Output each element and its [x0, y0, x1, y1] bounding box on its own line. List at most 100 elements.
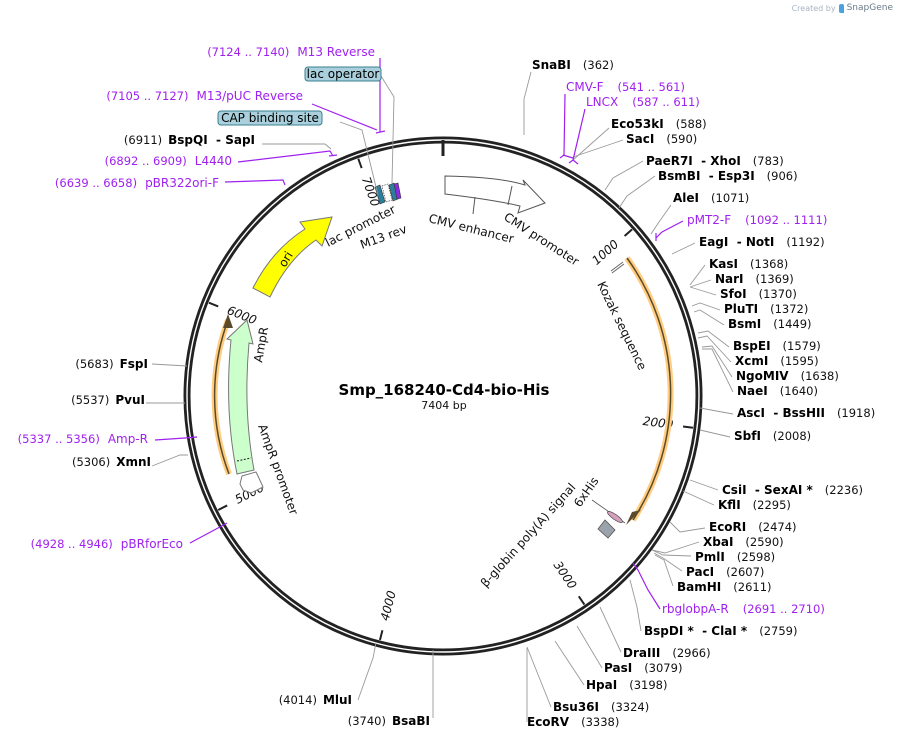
site-position: (1071): [711, 191, 749, 205]
orf-arc-left[interactable]: [211, 314, 233, 476]
svg-text:CsiI - SexAI *(2236): CsiI - SexAI *(2236): [722, 483, 863, 497]
plasmid-name: Smp_168240-Cd4-bio-His: [339, 381, 550, 399]
restriction-site[interactable]: DraIII (2966): [623, 646, 711, 660]
site-position: (1579): [783, 339, 821, 353]
site-position: (3198): [629, 678, 667, 692]
site-name: AleI: [673, 191, 699, 205]
primer[interactable]: LNCX(587 .. 611): [586, 95, 700, 109]
restriction-site[interactable]: SnaBI(362): [532, 58, 614, 72]
site-position: (3740): [348, 714, 386, 728]
restriction-site[interactable]: BspEI(1579): [733, 339, 821, 353]
feature-box[interactable]: CAP binding site: [217, 110, 323, 126]
restriction-site[interactable]: SbfI(2008): [734, 429, 811, 443]
site-name: AscI - BssHII: [737, 406, 825, 420]
restriction-site[interactable]: PmlI(2598): [695, 550, 775, 564]
his-tag-feature[interactable]: 6xHis: [571, 474, 626, 524]
restriction-site[interactable]: Bsu36I(3324): [553, 700, 649, 714]
feature-box[interactable]: lac operator: [304, 66, 382, 82]
primer-range: (4928 .. 4946): [31, 537, 113, 551]
restriction-site[interactable]: BamHI(2611): [677, 580, 772, 594]
site-position: (2607): [726, 565, 764, 579]
tick-label: 1000: [589, 237, 621, 268]
restriction-site[interactable]: BsmI(1449): [728, 317, 812, 331]
cmv-feature[interactable]: CMV enhancer CMV promoter: [427, 175, 582, 269]
svg-text:BspEI(1579): BspEI(1579): [733, 339, 821, 353]
ampr-promoter-label: AmpR promoter: [255, 422, 301, 516]
restriction-site[interactable]: PacI(2607): [686, 565, 764, 579]
svg-text:(6911)BspQI - SapI: (6911)BspQI - SapI: [124, 133, 255, 147]
tick-label: 3000: [551, 559, 580, 592]
primers-right: CMV-F(541 .. 561)LNCX(587 .. 611) pMT2-F(…: [566, 80, 827, 616]
restriction-site[interactable]: NaeI(1640): [737, 384, 818, 398]
site-name: BamHI: [677, 580, 721, 594]
svg-text:AscI - BssHII(1918): AscI - BssHII (1918): [737, 406, 875, 420]
site-name: PaeR7I - XhoI: [646, 154, 741, 168]
primer[interactable]: pMT2-F(1092 .. 1111): [687, 213, 827, 227]
svg-text:(5337 .. 5356)Amp-R: (5337 .. 5356)Amp-R: [18, 432, 148, 446]
restriction-site[interactable]: PaeR7I - XhoI(783): [646, 154, 784, 168]
restriction-site[interactable]: SfoI(1370): [720, 287, 797, 301]
site-name: EcoRV: [527, 715, 570, 729]
site-name: SacI: [626, 132, 654, 146]
restriction-site[interactable]: XcmI(1595): [735, 354, 819, 368]
primer[interactable]: (7124 .. 7140)M13 Reverse: [207, 45, 375, 59]
svg-text:(7124 .. 7140)M13 Reverse: (7124 .. 7140)M13 Reverse: [207, 45, 375, 59]
site-name: PasI: [604, 661, 632, 675]
tick-mark: [357, 158, 363, 169]
leader-lines: [146, 71, 734, 722]
restriction-site[interactable]: BspDI * - ClaI *(2759): [644, 624, 797, 638]
svg-text:PaeR7I - XhoI(783): PaeR7I - XhoI(783): [646, 154, 784, 168]
restriction-site[interactable]: PluTI(1372): [724, 302, 808, 316]
restriction-site[interactable]: HpaI(3198): [586, 678, 667, 692]
restriction-site[interactable]: XbaI(2590): [703, 535, 784, 549]
site-position: (2966): [672, 646, 710, 660]
primer-range: (7124 .. 7140): [207, 45, 289, 59]
restriction-site[interactable]: NgoMIV(1638): [736, 369, 839, 383]
svg-text:(4928 .. 4946)pBRforEco: (4928 .. 4946) pBRforEco: [31, 537, 183, 551]
restriction-site[interactable]: AscI - BssHII (1918): [737, 406, 875, 420]
svg-text:SfoI(1370): SfoI(1370): [720, 287, 797, 301]
primer[interactable]: CMV-F(541 .. 561): [566, 80, 685, 94]
site-position: (5537): [71, 393, 109, 407]
svg-text:(5683)FspI: (5683)FspI: [75, 357, 148, 371]
restriction-site[interactable]: EagI - NotI(1192): [699, 235, 825, 249]
restriction-site[interactable]: (5537)PvuI: [71, 393, 145, 407]
primer-name: pBR322ori-F: [145, 176, 219, 190]
primer[interactable]: (6892 .. 6909)L4440: [105, 154, 232, 168]
polya-feature[interactable]: β-globin poly(A) signal: [478, 480, 616, 590]
restriction-site[interactable]: EcoRV(3338): [527, 715, 619, 729]
restriction-site[interactable]: (5306)XmnI: [72, 455, 151, 469]
site-position: (3079): [644, 661, 682, 675]
restriction-site[interactable]: KasI(1368): [709, 257, 788, 271]
primer[interactable]: (5337 .. 5356)Amp-R: [18, 432, 148, 446]
restriction-site[interactable]: NarI(1369): [715, 272, 794, 286]
primer[interactable]: (7105 .. 7127)M13/pUC Reverse: [106, 89, 303, 103]
credit-brand: SnapGene: [846, 3, 893, 13]
restriction-site[interactable]: (3740)BsaBI: [348, 714, 430, 728]
orf-arc-right[interactable]: [624, 256, 674, 525]
ampr-feature[interactable]: AmpR: [225, 319, 271, 475]
site-name: DraIII: [623, 646, 660, 660]
site-position: (1918): [837, 406, 875, 420]
restriction-site[interactable]: KflI(2295): [718, 498, 791, 512]
primer-range: (5337 .. 5356): [18, 432, 100, 446]
restriction-site[interactable]: (6911)BspQI - SapI: [124, 133, 255, 147]
snapgene-logo-icon: [838, 3, 844, 13]
restriction-site[interactable]: BsmBI - Esp3I(906): [658, 169, 798, 183]
restriction-site[interactable]: Eco53kI(588): [611, 117, 707, 131]
primer-name: pBRforEco: [121, 537, 183, 551]
restriction-site[interactable]: EcoRI(2474): [709, 520, 797, 534]
svg-text:BspDI * - ClaI *(2759): BspDI * - ClaI *(2759): [644, 624, 797, 638]
primer[interactable]: (4928 .. 4946) pBRforEco: [31, 537, 183, 551]
restriction-site[interactable]: CsiI - SexAI *(2236): [722, 483, 863, 497]
restriction-site[interactable]: AleI (1071): [673, 191, 749, 205]
svg-text:NaeI(1640): NaeI(1640): [737, 384, 818, 398]
restriction-site[interactable]: SacI(590): [626, 132, 697, 146]
svg-text:PluTI(1372): PluTI(1372): [724, 302, 808, 316]
restriction-site[interactable]: (4014)MluI: [279, 693, 352, 707]
primer[interactable]: rbglobpA-R(2691 .. 2710): [662, 602, 825, 616]
restriction-site[interactable]: PasI (3079): [604, 661, 682, 675]
primer[interactable]: (6639 .. 6658)pBR322ori-F: [55, 176, 219, 190]
ori-feature[interactable]: ori: [252, 216, 333, 298]
restriction-site[interactable]: (5683)FspI: [75, 357, 148, 371]
